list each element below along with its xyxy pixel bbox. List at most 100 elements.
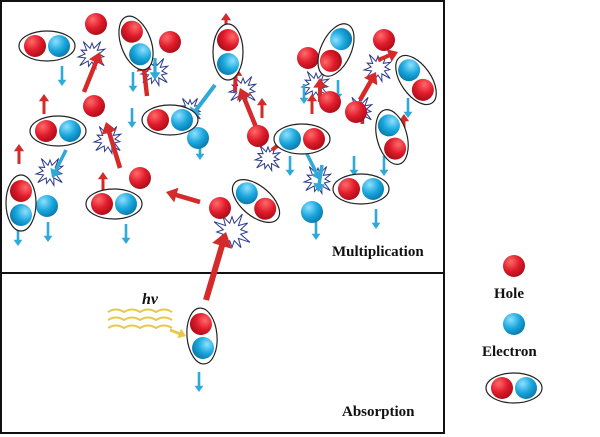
hole-arrow	[306, 94, 318, 114]
hole-arrow	[97, 172, 109, 192]
hole	[338, 178, 360, 200]
hole	[91, 193, 113, 215]
electron	[515, 377, 537, 399]
hole	[83, 95, 105, 117]
electron-hole-pair	[395, 54, 437, 106]
photon-arrow-head	[169, 328, 186, 339]
electron	[10, 204, 32, 226]
photon-label: hv	[142, 291, 159, 308]
hole	[373, 29, 395, 51]
electron-hole-pair	[231, 179, 281, 223]
impact-burst	[34, 158, 65, 188]
hole	[345, 101, 367, 123]
electron	[301, 201, 323, 223]
electron-hole-pair	[317, 23, 355, 77]
photon-wave	[107, 308, 173, 314]
legend-hole-label: Hole	[494, 286, 524, 302]
electron-arrow	[299, 84, 309, 104]
hole	[120, 20, 143, 43]
diagram-frame	[0, 0, 445, 434]
photon-wave	[107, 324, 173, 330]
hole-arrow	[358, 72, 378, 102]
hole-arrow	[220, 13, 232, 33]
electron-hole-pair	[375, 109, 409, 165]
hole	[319, 91, 341, 113]
electron-hole-pair	[273, 123, 331, 155]
hole	[209, 197, 231, 219]
electron-hole-pair	[485, 372, 543, 404]
hole	[189, 313, 212, 336]
electron	[330, 28, 353, 51]
impact-burst	[253, 145, 282, 173]
electron-arrow	[195, 140, 205, 160]
hole-arrow	[13, 144, 25, 164]
hole-arrow	[38, 94, 50, 114]
electron-arrow	[127, 108, 137, 128]
pair-outline	[395, 54, 437, 106]
electron	[59, 120, 81, 142]
electron-hole-pair	[141, 104, 199, 136]
electron	[377, 114, 400, 137]
electron-arrow	[149, 58, 161, 80]
electron-arrow	[57, 66, 67, 86]
electron	[235, 182, 258, 205]
legend-electron-label: Electron	[482, 344, 537, 360]
hole-arrow	[377, 49, 398, 62]
electron	[503, 313, 525, 335]
hole	[384, 137, 407, 160]
carriers	[5, 13, 437, 365]
impact-burst	[213, 213, 251, 251]
electron-hole-pair	[118, 15, 154, 71]
electron-hole-pair	[5, 174, 37, 232]
legend	[485, 255, 543, 404]
hole	[254, 197, 277, 220]
electron-arrow	[311, 220, 321, 240]
hole	[10, 180, 32, 202]
electron-arrow	[403, 98, 413, 118]
electron-arrow	[50, 149, 68, 178]
hole	[319, 49, 342, 72]
electron-arrow	[379, 156, 389, 176]
electron-arrow	[128, 72, 138, 92]
hole	[503, 255, 525, 277]
electron	[36, 195, 58, 217]
electron	[187, 127, 209, 149]
electron-hole-pair	[212, 23, 244, 81]
electron	[171, 109, 193, 131]
electron-arrow	[190, 83, 217, 118]
electron-hole-pair	[18, 30, 76, 62]
hole	[24, 35, 46, 57]
hole	[297, 47, 319, 69]
absorption-region	[0, 272, 445, 434]
hole-arrow	[398, 114, 410, 134]
electron-arrow	[371, 209, 381, 229]
hole	[129, 167, 151, 189]
electron-arrow	[121, 224, 131, 244]
hole	[491, 377, 513, 399]
electron-arrow	[194, 372, 204, 392]
electron-hole-pair	[186, 307, 218, 365]
hole-arrow	[166, 187, 201, 205]
hole	[159, 31, 181, 53]
electron-arrow	[303, 149, 322, 180]
hole	[217, 29, 239, 51]
electron-arrow	[13, 226, 23, 246]
hole	[147, 109, 169, 131]
electron-hole-pair	[332, 173, 390, 205]
hole-arrow	[256, 98, 268, 118]
hole	[85, 13, 107, 35]
electron-arrow	[43, 222, 53, 242]
electron-hole-pair	[85, 188, 143, 220]
electron	[398, 59, 421, 82]
pair-outline	[317, 23, 355, 77]
multiplication-label: Multiplication	[332, 244, 424, 260]
electron	[279, 128, 301, 150]
hole	[247, 125, 269, 147]
hole-arrow	[313, 78, 327, 102]
hole-arrow	[203, 232, 232, 301]
electron	[362, 178, 384, 200]
electron	[129, 43, 152, 66]
hole	[303, 128, 325, 150]
photon	[107, 308, 173, 330]
electron-arrow	[349, 156, 359, 176]
